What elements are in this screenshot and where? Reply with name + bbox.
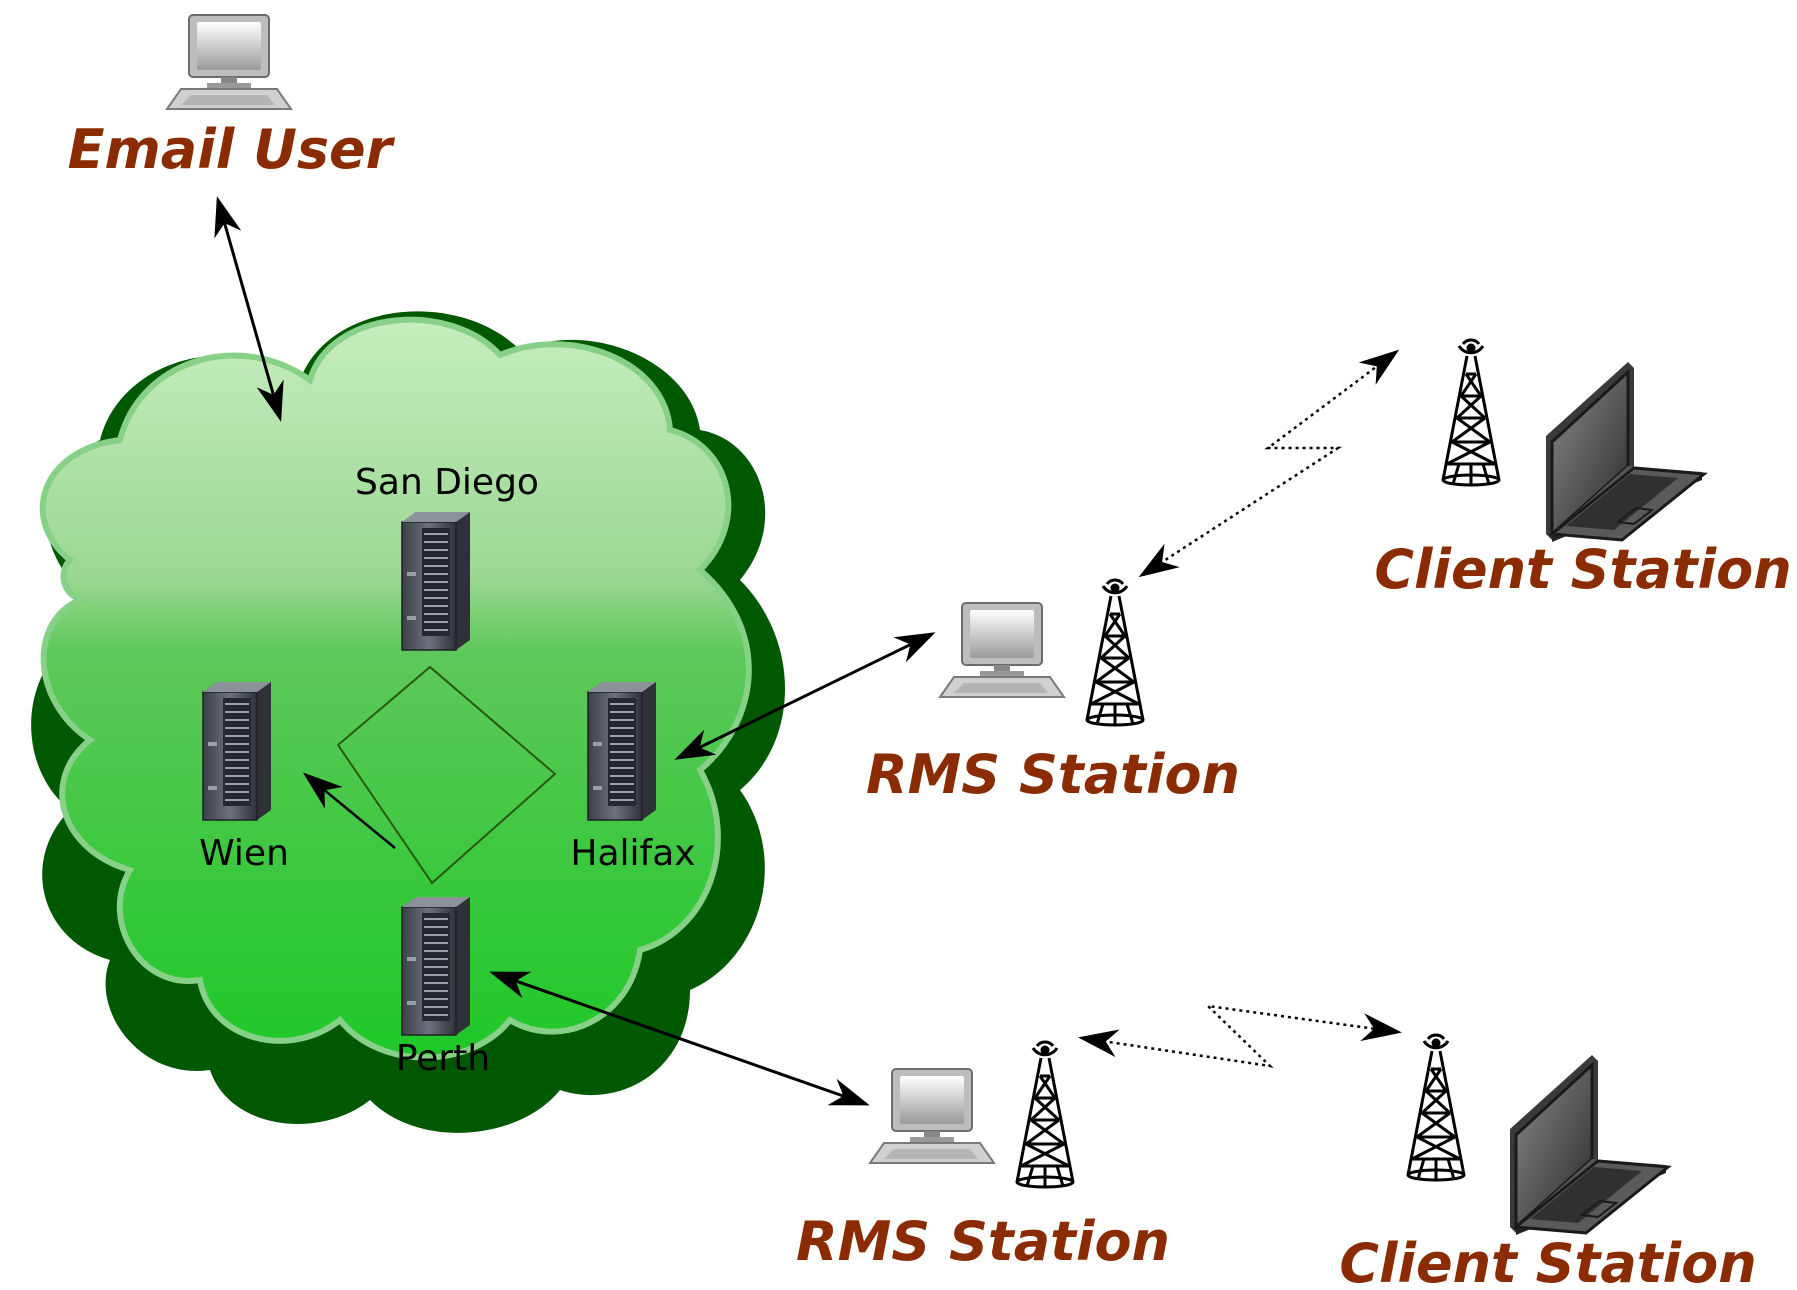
- laptop-icon: [1544, 360, 1706, 544]
- ring-arrow-head: [302, 772, 396, 849]
- desktop-computer-icon: [869, 1068, 995, 1164]
- client-station-1-label: Client Station: [1374, 538, 1791, 601]
- server-halifax[interactable]: Halifax: [570, 681, 696, 874]
- server-perth[interactable]: Perth: [396, 896, 490, 1079]
- perth-rms-2-link-arrow: [489, 971, 870, 1106]
- cloud-body: [39, 316, 752, 1061]
- server-san-diego[interactable]: San Diego: [355, 462, 539, 651]
- radio-tower-icon: [1406, 1033, 1466, 1182]
- server-tower-icon: [587, 681, 657, 821]
- server-tower-icon: [401, 896, 471, 1036]
- rms-station-1-label: RMS Station: [866, 743, 1240, 806]
- rms-station-2[interactable]: RMS Station: [796, 1040, 1170, 1273]
- radio-tower-icon: [1441, 338, 1501, 487]
- radio-tower-icon: [1085, 578, 1145, 727]
- desktop-computer-icon: [166, 14, 292, 110]
- rms-station-2-label: RMS Station: [796, 1210, 1170, 1273]
- client-station-2[interactable]: Client Station: [1339, 1033, 1757, 1290]
- email-user-node[interactable]: Email User: [68, 14, 396, 181]
- server-ring-line: [337, 665, 557, 885]
- email-user-link-arrow: [214, 196, 284, 422]
- rms-station-1[interactable]: RMS Station: [866, 578, 1240, 806]
- email-user-label: Email User: [68, 118, 396, 181]
- server-label-perth: Perth: [396, 1038, 490, 1079]
- client-station-1[interactable]: Client Station: [1374, 338, 1792, 601]
- server-label-wien: Wien: [199, 833, 289, 874]
- server-label-halifax: Halifax: [570, 833, 695, 874]
- radio-tower-icon: [1015, 1040, 1075, 1189]
- laptop-icon: [1508, 1053, 1670, 1237]
- server-label-san-diego: San Diego: [355, 462, 539, 503]
- wireless-link-2-arrow: [1078, 1004, 1402, 1068]
- wireless-link-1-arrow: [1138, 349, 1400, 578]
- network-cloud: [31, 311, 785, 1133]
- server-tower-icon: [202, 681, 272, 821]
- server-tower-icon: [401, 511, 471, 651]
- server-wien[interactable]: Wien: [199, 681, 289, 874]
- halifax-rms-1-link-arrow: [674, 632, 936, 760]
- desktop-computer-icon: [939, 602, 1065, 698]
- client-station-2-label: Client Station: [1339, 1232, 1756, 1290]
